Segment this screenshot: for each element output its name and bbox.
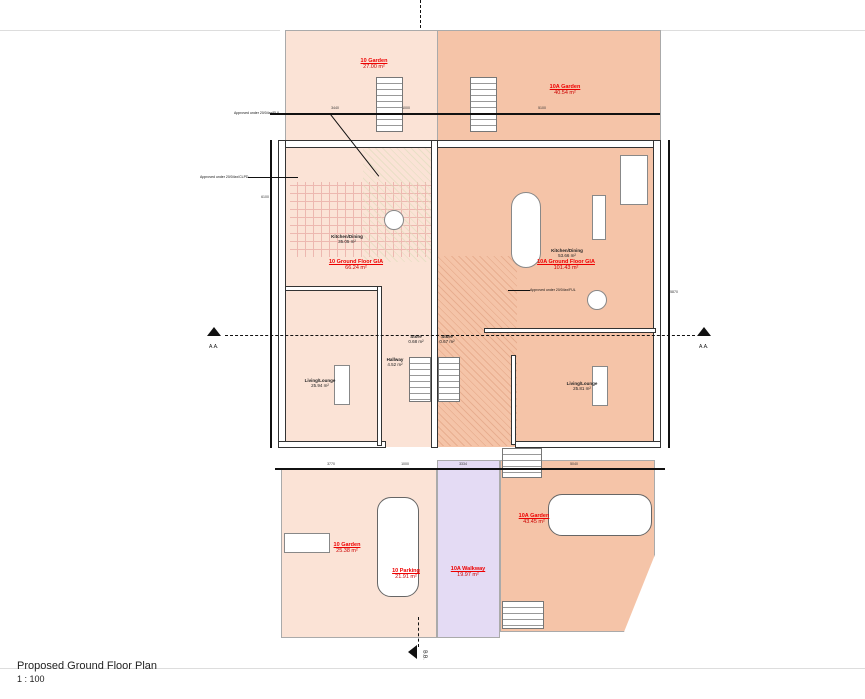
section-arrow-icon	[207, 327, 221, 336]
rear-steps-10a	[470, 77, 497, 132]
wall-living-10a	[484, 328, 656, 333]
car-10a	[548, 494, 652, 536]
section-line-aa	[225, 335, 695, 336]
dim-top: 1000	[402, 106, 410, 110]
dim-top: 3440	[331, 106, 339, 110]
section-label-aa-right: A.A.	[699, 344, 709, 350]
extension-hatch-10	[363, 142, 433, 262]
kitchen-table-10a	[511, 192, 541, 268]
front-walkway-10a	[437, 460, 500, 638]
dim-right: 5870	[670, 290, 678, 294]
dim-bottom: 1000	[401, 462, 409, 466]
wall-living-10a-side	[511, 355, 516, 445]
section-arrow-icon	[697, 327, 711, 336]
annotation-note: Approved under 20/04xx/FUL	[234, 111, 280, 115]
kitchen-counter-10a	[620, 155, 648, 205]
wall-right	[653, 140, 661, 448]
stairs-10a	[438, 357, 460, 402]
shed-10	[284, 533, 330, 553]
dimension-line-top	[270, 113, 660, 115]
sofa-10	[334, 365, 350, 405]
car-10	[377, 497, 419, 597]
dim-bottom: 3770	[327, 462, 335, 466]
rear-garden-10	[285, 30, 439, 144]
site-boundary	[660, 30, 865, 31]
drawing-title: Proposed Ground Floor Plan	[17, 660, 158, 672]
wall-hall-10	[377, 286, 382, 446]
wall-living-10	[285, 286, 380, 291]
site-boundary	[0, 668, 865, 669]
dim-bottom: 5040	[570, 462, 578, 466]
dim-bottom: 3334	[459, 462, 467, 466]
drawing-scale: 1 : 100	[17, 674, 45, 684]
section-line-bb	[418, 617, 419, 647]
site-boundary	[0, 30, 280, 31]
extension-hatch-10a	[437, 256, 517, 446]
annotation-note: Approved under 20/04xx/FUL	[530, 288, 576, 292]
section-label-aa-left: A.A.	[209, 344, 219, 350]
front-steps-entry	[502, 448, 542, 478]
front-steps-10a	[502, 601, 544, 629]
kitchen-island-10a	[592, 195, 606, 240]
leader-line	[508, 290, 530, 291]
wall-rear	[278, 140, 660, 148]
sofa-10a	[592, 366, 608, 406]
section-label-bb: B.B.	[421, 650, 428, 660]
stairs-10	[409, 357, 431, 402]
dimension-line-left	[270, 140, 272, 448]
dimension-line-bottom	[275, 468, 665, 470]
wall-left	[278, 140, 286, 448]
wall-front-10	[278, 441, 386, 448]
section-line-bb	[420, 0, 421, 28]
dim-left: 6100	[261, 195, 269, 199]
rear-steps-10	[376, 77, 403, 132]
wall-front-10a	[515, 441, 661, 448]
section-arrow-icon	[408, 645, 417, 659]
dining-table-10a	[587, 290, 607, 310]
leader-line	[248, 177, 298, 178]
dining-table-10	[384, 210, 404, 230]
wall-party	[431, 140, 438, 448]
dim-top: 5100	[538, 106, 546, 110]
annotation-note: Approved under 20/04xx/CLPD	[200, 175, 249, 179]
dimension-line-right	[668, 140, 670, 448]
